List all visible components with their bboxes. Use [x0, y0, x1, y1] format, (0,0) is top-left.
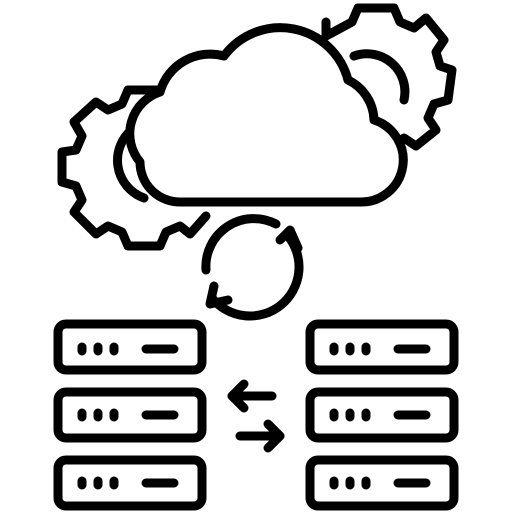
transfer-arrows-icon: [227, 379, 285, 453]
cloud-icon: [125, 23, 408, 207]
server-rack-icon-left: [53, 319, 207, 511]
gear-icon-right: [321, 3, 457, 151]
server-rack-icon-right: [305, 319, 459, 511]
sync-arrows-icon: [201, 214, 304, 321]
